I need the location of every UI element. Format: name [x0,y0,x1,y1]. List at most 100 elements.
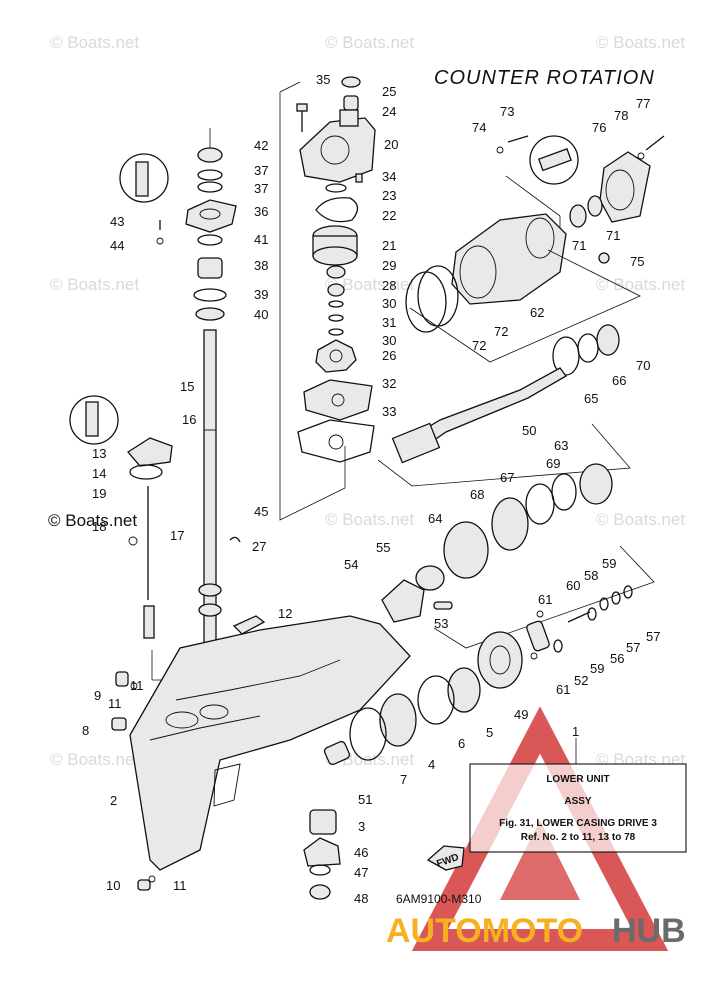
callout: 26 [382,348,396,363]
callout: 42 [254,138,268,153]
callout: 40 [254,307,268,322]
callout: 54 [344,557,358,572]
callout: 77 [636,96,650,111]
seal-detail-callouts [69,153,169,445]
callout: 28 [382,278,396,293]
callout: 58 [584,568,598,583]
info-line-3: Fig. 31, LOWER CASING DRIVE 3 [499,818,657,829]
water-pump-group [279,76,376,521]
watermark-text: © Boats.net [596,275,685,294]
brand-text-a: AUTOMOTO [386,912,583,950]
callout: 50 [522,423,536,438]
callout: 34 [382,169,396,184]
callout: 32 [382,376,396,391]
callout: 23 [382,188,396,203]
callout: 22 [382,208,396,223]
callout: 29 [382,258,396,273]
diagram-title: COUNTER ROTATION [434,67,655,89]
watermark-text: © Boats.net [50,750,139,769]
callout-labels: 2 3 4 5 6 7 8 9 10 11 11 11 12 13 14 15 … [82,72,660,906]
callout: 51 [358,792,372,807]
callout: 20 [384,137,398,152]
watermarks: © Boats.net © Boats.net © Boats.net © Bo… [48,33,685,769]
callout: 46 [354,845,368,860]
callout: 73 [500,104,514,119]
callout: 52 [574,673,588,688]
callout: 45 [254,504,268,519]
callout: 9 [94,688,101,703]
callout: 10 [106,878,120,893]
callout: 56 [610,651,624,666]
callout: 76 [592,120,606,135]
callout: 11 [173,878,187,893]
callout: 14 [92,466,106,481]
callout: 63 [554,438,568,453]
callout: 17 [170,528,184,543]
callout: 6 [458,736,465,751]
brand-wordmark: AUTOMOTO HUB [386,912,686,950]
callout: 47 [354,865,368,880]
callout: 30 [382,333,396,348]
watermark-text: © Boats.net [50,275,139,294]
callout: 27 [252,539,266,554]
callout: 68 [470,487,484,502]
callout: 19 [92,486,106,501]
callout: 66 [612,373,626,388]
callout: 25 [382,84,396,99]
callout: 71 [606,228,620,243]
watermark-text: © Boats.net [596,33,685,52]
callout: 16 [182,412,196,427]
callout: 44 [110,238,124,253]
callout: 61 [556,682,570,697]
callout: 41 [254,232,268,247]
info-line-4: Ref. No. 2 to 11, 13 to 78 [521,832,636,843]
watermark-text: © Boats.net [325,510,414,529]
callout: 11 [108,696,122,711]
callout: 75 [630,254,644,269]
callout: 8 [82,723,89,738]
drive-shaft-group [156,128,237,651]
callout: 43 [110,214,124,229]
callout: 72 [472,338,486,353]
info-line-1: LOWER UNIT [546,774,609,785]
callout: 15 [180,379,194,394]
callout: 12 [278,606,292,621]
propeller-shaft-group [303,135,665,900]
callout: 18 [92,519,106,534]
callout: 37 [254,163,268,178]
callout: 35 [316,72,330,87]
callout: 71 [572,238,586,253]
callout: 4 [428,757,435,772]
callout: 21 [382,238,396,253]
callout: 59 [590,661,604,676]
info-line-2: ASSY [564,796,592,807]
info-part-number: 1 [572,724,579,739]
callout: 31 [382,315,396,330]
brand-text-b: HUB [612,912,686,950]
info-box: 1 LOWER UNIT ASSY Fig. 31, LOWER CASING … [469,724,687,853]
callout: 57 [626,640,640,655]
callout: 48 [354,891,368,906]
watermark-text: © Boats.net [325,275,414,294]
callout: 7 [400,772,407,787]
callout: 69 [546,456,560,471]
callout: 49 [514,707,528,722]
callout: 60 [566,578,580,593]
watermark-text: © Boats.net [596,510,685,529]
callout: 13 [92,446,106,461]
callout: 62 [530,305,544,320]
callout: 53 [434,616,448,631]
callout: 2 [110,793,117,808]
watermark-text: © Boats.net [325,33,414,52]
callout: 39 [254,287,268,302]
callout: 67 [500,470,514,485]
watermark-text: © Boats.net [50,33,139,52]
callout: 70 [636,358,650,373]
callout: 37 [254,181,268,196]
callout: 78 [614,108,628,123]
callout: 74 [472,120,486,135]
callout: 64 [428,511,442,526]
callout: 36 [254,204,268,219]
callout: 5 [486,725,493,740]
